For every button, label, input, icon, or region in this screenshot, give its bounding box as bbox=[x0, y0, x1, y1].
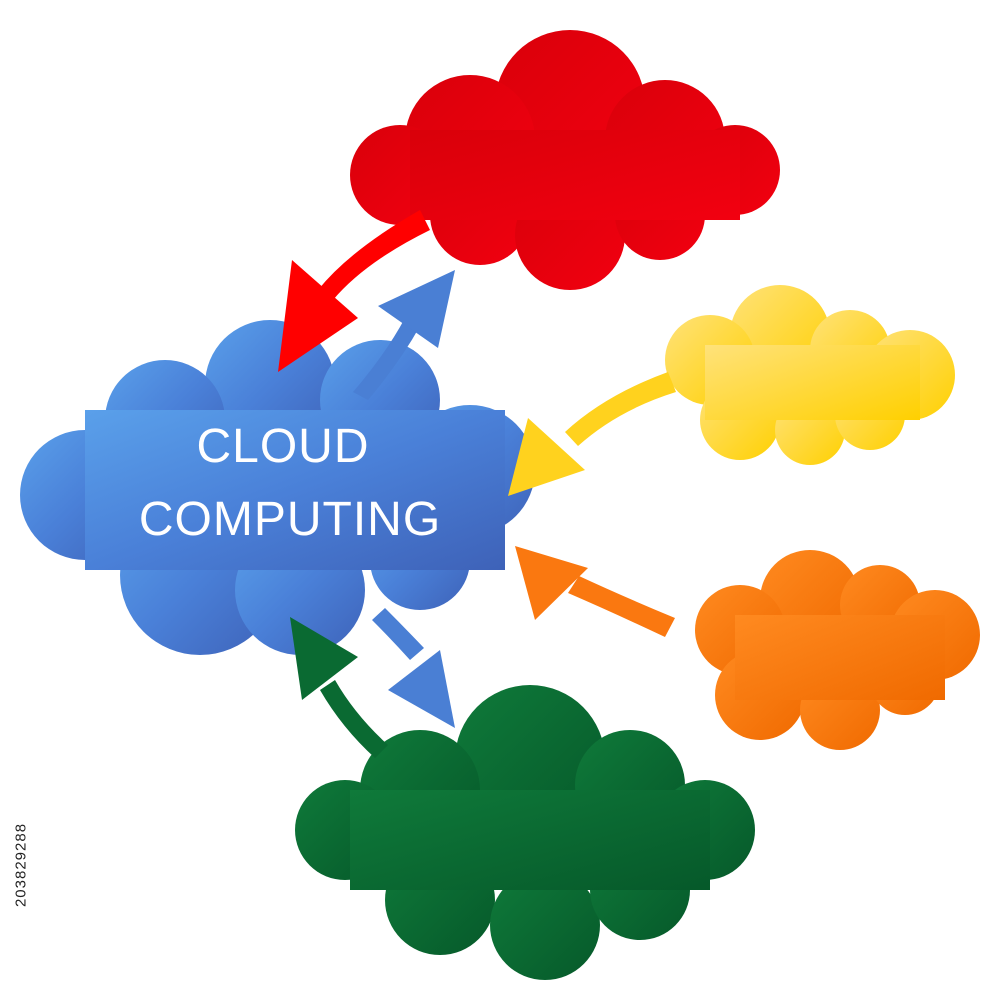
orange-cloud bbox=[695, 550, 980, 750]
stock-image-id: 203829288 bbox=[6, 760, 36, 970]
cloud-title-line1: CLOUD bbox=[196, 420, 369, 473]
main-cloud bbox=[20, 320, 535, 655]
red-to-main-arrow bbox=[278, 210, 430, 372]
green-cloud bbox=[295, 685, 755, 980]
main-to-green-arrow bbox=[372, 608, 455, 728]
red-cloud bbox=[350, 30, 780, 290]
yellow-cloud bbox=[665, 285, 955, 465]
yellow-to-main-arrow bbox=[508, 372, 676, 496]
green-to-main-arrow bbox=[290, 617, 388, 758]
main-to-orange-arrow bbox=[515, 546, 675, 637]
main-to-red-arrow bbox=[353, 270, 455, 400]
stock-image-id-text: 203829288 bbox=[12, 822, 30, 908]
cloud-title-line2: COMPUTING bbox=[139, 493, 441, 546]
